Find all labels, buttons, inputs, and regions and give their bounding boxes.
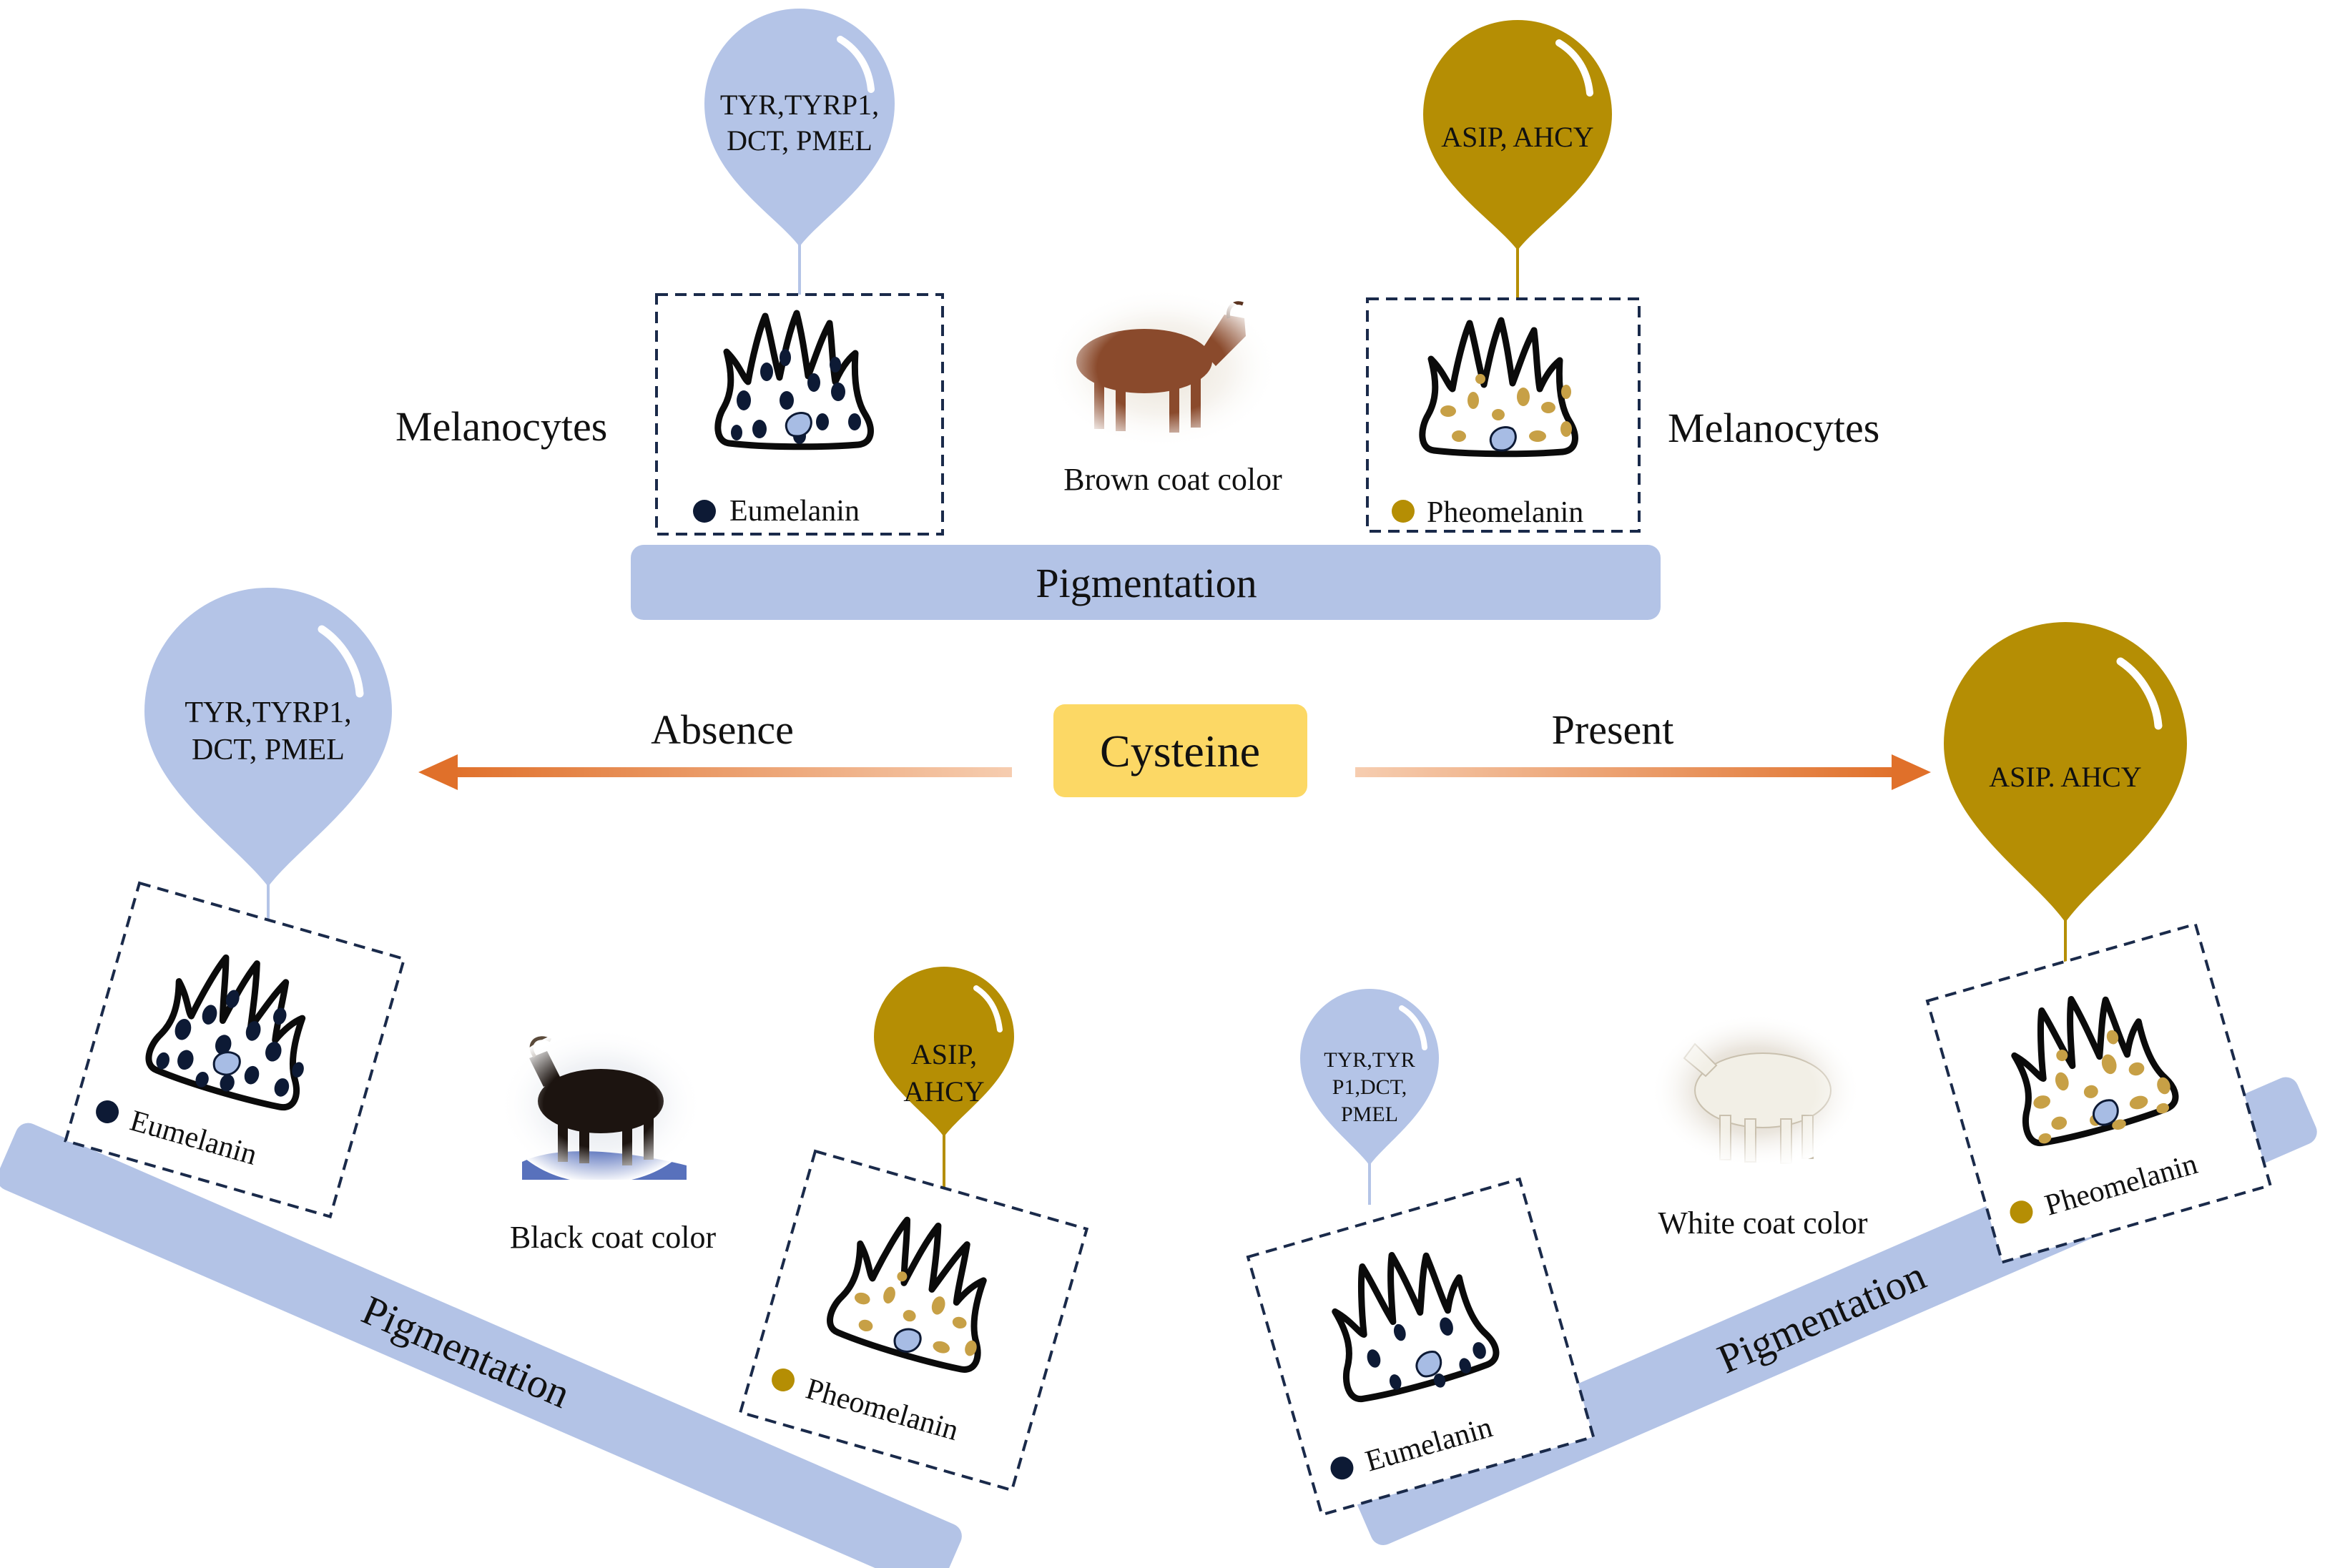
top-eumelanin-box: Eumelanin	[655, 293, 944, 536]
top-left-melanocytes-label: Melanocytes	[395, 403, 607, 450]
left-blue-gene-pin: TYR,TYRP1, DCT, PMEL	[144, 587, 392, 930]
top-pheomelanin-box: Pheomelanin	[1366, 297, 1641, 533]
right-gold-gene-label: ASIP. AHCY	[1989, 761, 2141, 793]
present-label: Present	[1552, 706, 1674, 753]
brown-goat-photo	[1044, 286, 1280, 450]
left-gold-gene-line1: ASIP,	[911, 1038, 977, 1070]
black-coat-label: Black coat color	[510, 1220, 717, 1255]
left-blue-gene-line1: TYR,TYRP1,	[185, 696, 351, 729]
right-blue-gene-pin: TYR,TYR P1,DCT, PMEL	[1300, 989, 1439, 1205]
cysteine-label: Cysteine	[1100, 726, 1260, 776]
right-eumelanin-box: Eumelanin	[1246, 1177, 1596, 1517]
left-pheomelanin-box: Pheomelanin	[738, 1149, 1089, 1492]
cysteine-center: Cysteine	[1053, 704, 1307, 797]
right-gold-gene-pin: ASIP. AHCY	[1944, 622, 2187, 962]
top-eumelanin-legend: Eumelanin	[729, 495, 860, 528]
left-eumelanin-box: Eumelanin	[64, 881, 406, 1219]
white-goat-photo	[1648, 1012, 1863, 1169]
right-blue-gene-line3: PMEL	[1341, 1103, 1398, 1126]
top-pheomelanin-granules	[1440, 374, 1572, 445]
right-group: ASIP. AHCY Pigmentation	[1246, 622, 2317, 1546]
white-coat-label: White coat color	[1658, 1205, 1868, 1241]
right-blue-gene-line2: P1,DCT,	[1332, 1075, 1407, 1099]
top-gold-gene-pin: ASIP, AHCY	[1423, 20, 1612, 299]
left-group: TYR,TYRP1, DCT, PMEL Pigmentation	[0, 587, 1089, 1568]
top-right-melanocytes-label: Melanocytes	[1668, 405, 1879, 451]
top-blue-gene-pin: TYR,TYRP1, DCT, PMEL	[704, 9, 895, 295]
brown-coat-label: Brown coat color	[1063, 462, 1282, 497]
top-blue-gene-line1: TYR,TYRP1,	[720, 89, 879, 121]
top-pheomelanin-legend: Pheomelanin	[1427, 496, 1583, 529]
top-gold-gene-label: ASIP, AHCY	[1441, 121, 1593, 153]
left-blue-gene-line2: DCT, PMEL	[192, 734, 345, 766]
top-pigmentation-bar: Pigmentation	[631, 545, 1661, 620]
present-arrow: Present	[1355, 706, 1931, 790]
left-gold-gene-line2: AHCY	[903, 1075, 984, 1108]
top-group: TYR,TYRP1, DCT, PMEL ASIP, AHCY	[395, 9, 1879, 620]
top-blue-gene-line2: DCT, PMEL	[727, 124, 872, 157]
top-pigmentation-label: Pigmentation	[1036, 560, 1257, 606]
right-blue-gene-line1: TYR,TYR	[1324, 1048, 1415, 1072]
absence-arrow: Absence	[418, 706, 1012, 790]
top-eumelanin-nucleus	[785, 412, 812, 438]
absence-label: Absence	[651, 706, 794, 753]
black-goat-photo	[497, 1026, 704, 1183]
right-pheomelanin-box: Pheomelanin	[1925, 922, 2273, 1264]
top-pheomelanin-nucleus	[1489, 426, 1517, 452]
left-gold-gene-pin: ASIP, AHCY	[874, 967, 1014, 1198]
